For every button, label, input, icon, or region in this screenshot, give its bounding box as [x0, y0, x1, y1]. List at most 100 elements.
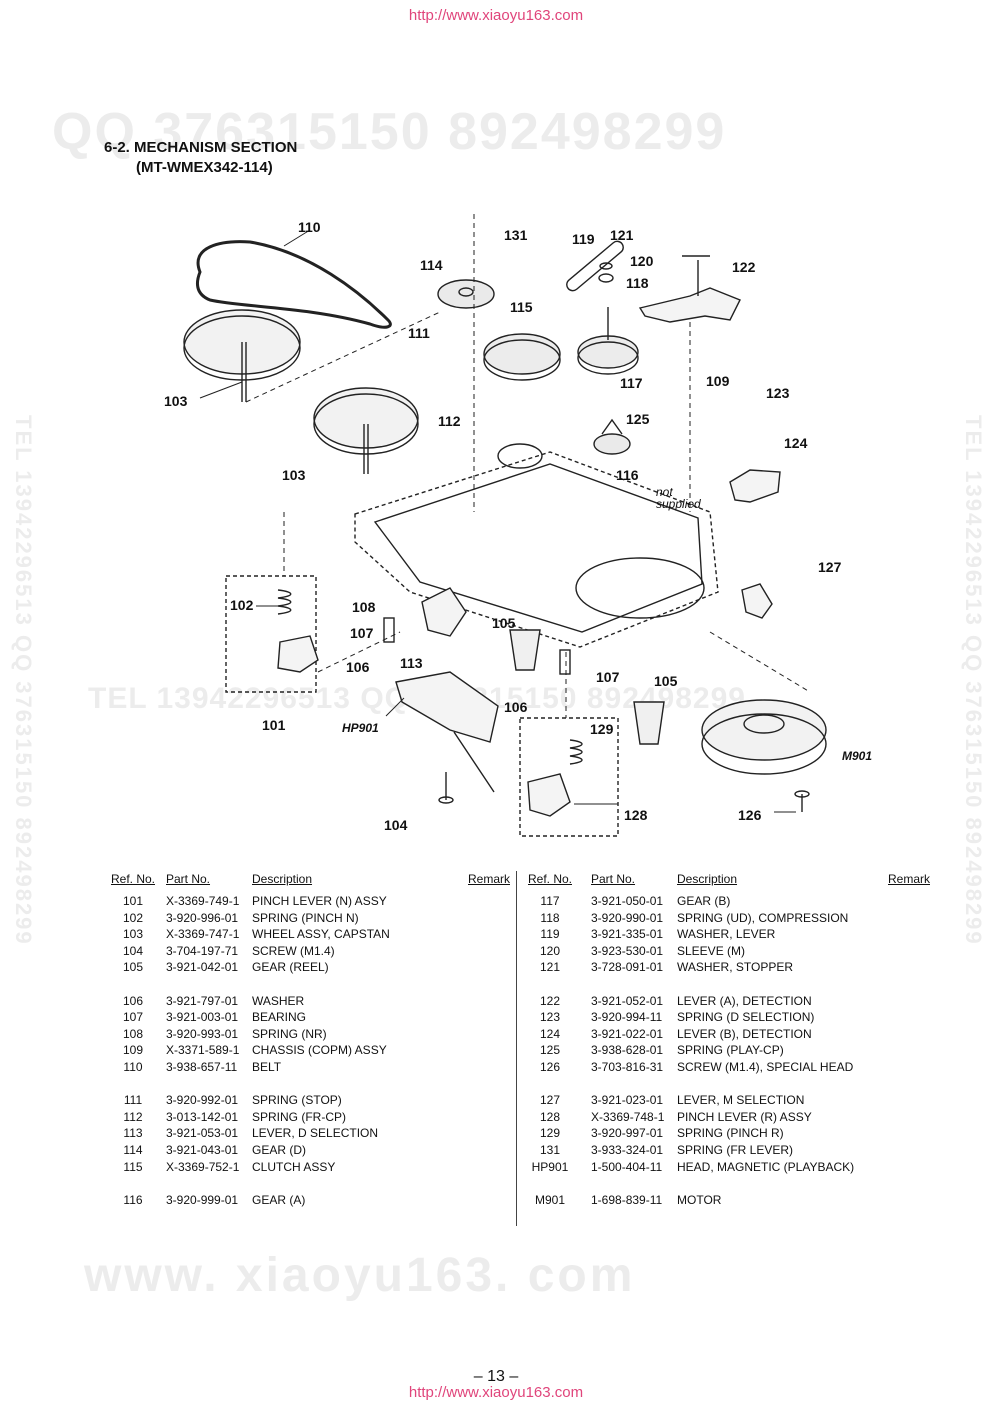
- description-cell: CLUTCH ASSY: [252, 1159, 336, 1174]
- part-no-cell: 3-921-050-01: [591, 894, 664, 908]
- motor-m901: [701, 699, 827, 761]
- lever-127: [741, 583, 773, 619]
- ref-no-cell: 114: [123, 1142, 143, 1157]
- group-spacer: [100, 1175, 510, 1192]
- description-cell: WASHER, LEVER: [677, 927, 776, 942]
- ref-no-cell: 102: [122, 910, 144, 925]
- description-cell: SPRING (FR-CP): [252, 1109, 346, 1124]
- part-no-cell: 3-704-197-71: [166, 943, 239, 958]
- ref-no-cell: 112: [123, 1109, 143, 1124]
- header-remark: Remark: [887, 872, 930, 886]
- callout-104: 104: [384, 817, 408, 833]
- lever-113: [421, 587, 467, 637]
- header-description: Description: [677, 872, 738, 886]
- ref-no-cell: 111: [123, 1093, 143, 1108]
- section-title-model: (MT-WMEX342-114): [136, 159, 273, 176]
- header-part-no: Part No.: [166, 872, 211, 886]
- callout-114: 114: [420, 257, 443, 273]
- callout-103-lower: 103: [282, 467, 306, 483]
- part-no-cell: 3-921-022-01: [591, 1026, 664, 1041]
- part-no-cell: 3-921-053-01: [166, 1126, 239, 1141]
- description-cell: WASHER, STOPPER: [677, 960, 794, 975]
- header-description: Description: [252, 872, 313, 886]
- part-no-cell: 3-933-324-01: [591, 1142, 664, 1157]
- description-cell: GEAR (REEL): [252, 960, 329, 975]
- ref-no-cell: 124: [539, 1026, 561, 1041]
- callout-124: 124: [784, 435, 808, 451]
- reel-gear-105a: [509, 629, 541, 671]
- part-no-cell: X-3371-589-1: [166, 1043, 240, 1058]
- callout-121: 121: [610, 227, 634, 243]
- part-no-cell: X-3369-747-1: [166, 927, 240, 942]
- group-spacer: [100, 976, 510, 993]
- description-cell: CHASSIS (COPM) ASSY: [252, 1043, 387, 1058]
- description-cell: LEVER (B), DETECTION: [677, 1026, 812, 1041]
- pinch-lever-128: [527, 773, 571, 817]
- header-url[interactable]: http://www.xiaoyu163.com: [408, 7, 584, 24]
- ref-no-cell: 105: [122, 960, 144, 975]
- ref-no-cell: 131: [539, 1142, 561, 1157]
- note-supplied: supplied: [656, 497, 701, 511]
- part-no-cell: 3-938-657-11: [166, 1059, 238, 1074]
- part-no-cell: 3-921-042-01: [166, 960, 239, 975]
- callout-111: 111: [408, 325, 430, 341]
- ref-no-cell: 117: [540, 894, 560, 908]
- part-no-cell: 3-920-997-01: [591, 1126, 664, 1141]
- callout-115: 115: [510, 299, 533, 315]
- ref-no-cell: 123: [539, 1010, 561, 1025]
- table-row: 105 3-921-042-01 GEAR (REEL): [100, 959, 510, 976]
- part-no-cell: 3-921-335-01: [591, 927, 664, 942]
- ref-no-cell: 107: [122, 1010, 144, 1025]
- part-no-cell: 3-938-628-01: [591, 1043, 664, 1058]
- parts-table-right: Ref. No. Part No. Description Remark 117…: [525, 871, 930, 1208]
- description-cell: SPRING (PINCH R): [677, 1126, 784, 1141]
- callout-109: 109: [706, 373, 730, 389]
- description-cell: SPRING (PLAY-CP): [677, 1043, 784, 1058]
- part-no-cell: X-3369-752-1: [166, 1159, 240, 1174]
- description-cell: SPRING (STOP): [252, 1093, 342, 1108]
- callout-113: 113: [400, 655, 423, 671]
- part-no-cell: 3-920-994-11: [591, 1010, 663, 1025]
- watermark-bottom: www. xiaoyu163. com: [84, 1249, 636, 1302]
- clutch-115: [483, 333, 561, 375]
- ref-no-cell: M901: [534, 1192, 566, 1207]
- footer-url[interactable]: http://www.xiaoyu163.com: [408, 1384, 584, 1401]
- part-no-cell: 3-920-996-01: [166, 910, 239, 925]
- part-no-cell: 3-920-993-01: [166, 1026, 239, 1041]
- ref-no-cell: 115: [123, 1159, 143, 1174]
- lever-122: [638, 287, 741, 323]
- ref-no-cell: 106: [122, 993, 144, 1008]
- callout-131: 131: [504, 227, 528, 243]
- callout-102: 102: [230, 597, 254, 613]
- ref-no-cell: 125: [539, 1043, 561, 1058]
- callout-116: 116: [616, 467, 639, 483]
- ref-no-cell: 127: [539, 1093, 561, 1108]
- capstan-wheel-lower: [313, 387, 419, 449]
- part-no-cell: X-3369-748-1: [591, 1109, 665, 1124]
- description-cell: WHEEL ASSY, CAPSTAN: [252, 927, 390, 942]
- part-no-cell: 1-698-839-11: [591, 1192, 663, 1207]
- callout-107-right: 107: [596, 669, 620, 685]
- group-spacer: [525, 1175, 930, 1192]
- lever-124: [729, 469, 781, 503]
- callout-123: 123: [766, 385, 790, 401]
- description-cell: PINCH LEVER (N) ASSY: [252, 894, 387, 908]
- header-part-no: Part No.: [591, 872, 636, 886]
- description-cell: SCREW (M1.4), SPECIAL HEAD: [677, 1059, 854, 1074]
- description-cell: LEVER, D SELECTION: [252, 1126, 379, 1141]
